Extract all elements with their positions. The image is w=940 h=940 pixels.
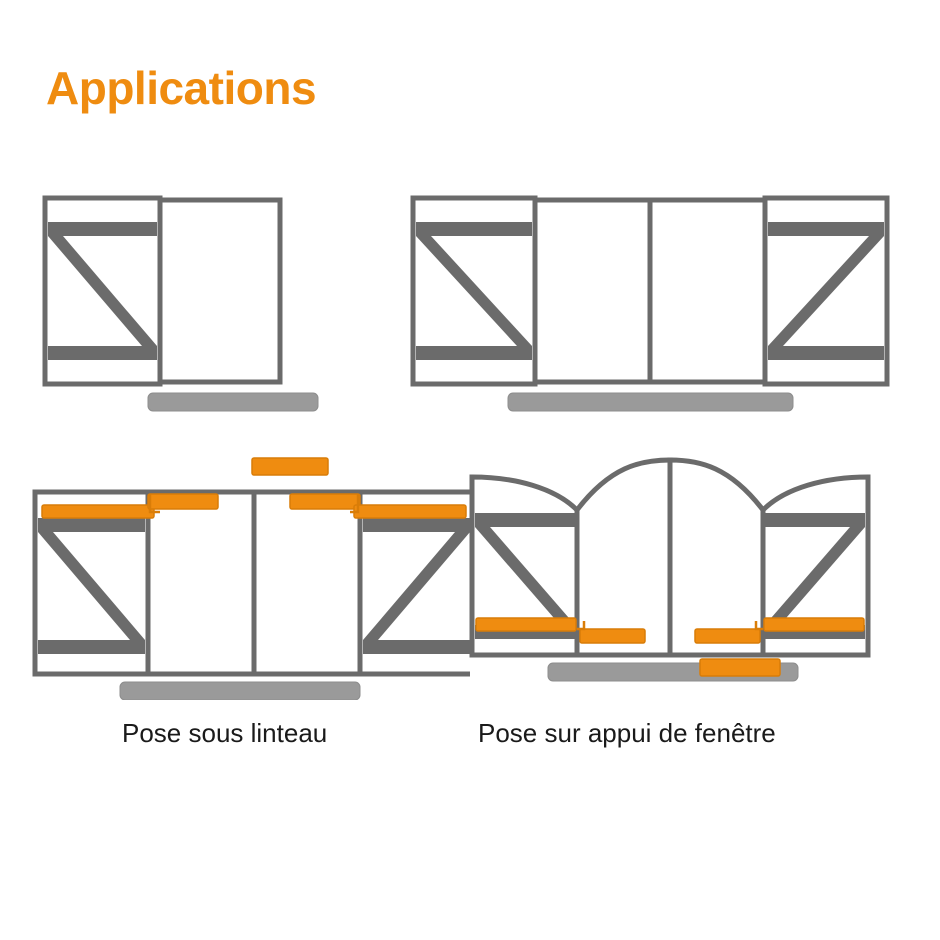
shutter-leaf-left	[469, 474, 580, 658]
shutter-bottom-rail	[416, 346, 532, 360]
shutter-stop-right-outer	[289, 493, 361, 510]
shutter-stop-right-inner	[763, 617, 865, 632]
window-panel	[155, 197, 283, 385]
shutter-top-rail	[38, 518, 145, 532]
shutter-stop-left-outer	[147, 493, 219, 510]
window-panel-right-arched	[667, 457, 766, 658]
window-sill	[119, 681, 361, 700]
shutter-diagonal-brace	[416, 236, 532, 346]
shutter-top-rail	[416, 222, 532, 236]
shutter-leaf-left	[32, 489, 151, 677]
shutter-stop-right-bracket	[754, 621, 763, 631]
shutter-leaf-left	[42, 195, 163, 387]
shutter-diagonal-brace	[768, 236, 884, 346]
figure-lintel-mount	[20, 450, 470, 700]
shutter-top-rail	[765, 513, 865, 527]
shutter-stop-right-bracket	[350, 494, 360, 514]
diagram-grid	[0, 160, 940, 720]
window-panel-group	[155, 197, 283, 385]
shutter-diagonal-brace	[363, 532, 470, 640]
page-title: Applications	[46, 61, 317, 114]
shutter-stop-left-bracket	[577, 621, 586, 631]
shutter-diagonal-brace	[48, 236, 157, 346]
shutter-stop-detached	[251, 457, 329, 476]
shutter-stop-on-sill	[699, 658, 781, 677]
window-sill	[507, 392, 794, 412]
window-panel-left	[145, 489, 257, 677]
shutter-leaf-right	[762, 195, 890, 387]
shutter-stop-left-inner	[41, 504, 155, 519]
shutter-top-rail	[768, 222, 884, 236]
shutter-top-rail	[48, 222, 157, 236]
shutter-bottom-rail	[768, 346, 884, 360]
shutter-top-rail	[475, 513, 575, 527]
shutter-diagonal-brace	[475, 527, 575, 625]
shutter-stop-right-outer	[694, 628, 761, 644]
window-panel-left-arched	[574, 457, 673, 658]
shutter-stop-right-inner	[353, 504, 467, 519]
shutter-diagonal-brace	[765, 527, 865, 625]
shutter-stop-left-inner	[475, 617, 577, 632]
shutter-bottom-rail	[363, 640, 470, 654]
caption-row: Pose sous linteau Pose sur appui de fenê…	[0, 718, 940, 770]
window-panel-left	[532, 197, 653, 385]
figure-double-shutter-window	[395, 180, 895, 430]
shutter-bottom-rail	[48, 346, 157, 360]
figure-single-shutter-window	[30, 180, 350, 430]
shutter-leaf-right	[357, 489, 470, 677]
shutter-leaf-right	[760, 474, 871, 658]
shutter-stop-left-outer	[579, 628, 646, 644]
figure-sill-mount-arched	[460, 455, 880, 700]
window-panel-right	[251, 489, 363, 677]
caption-sill-mount: Pose sur appui de fenêtre	[478, 718, 776, 748]
window-sill	[147, 392, 319, 412]
shutter-stop-left-bracket	[148, 494, 160, 514]
shutter-top-rail	[363, 518, 470, 532]
window-panel-right	[647, 197, 768, 385]
shutter-diagonal-brace	[38, 532, 145, 640]
shutter-leaf-left	[410, 195, 538, 387]
caption-lintel-mount: Pose sous linteau	[122, 718, 328, 748]
shutter-bottom-rail	[38, 640, 145, 654]
